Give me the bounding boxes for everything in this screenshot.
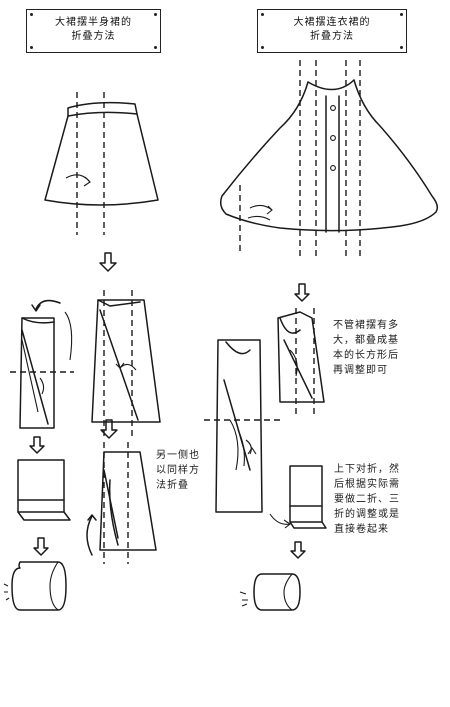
right-title-box: 大裙摆连衣裙的 折叠方法: [257, 9, 407, 53]
left-title-line2: 折叠方法: [71, 31, 116, 42]
down-arrow-5: [290, 541, 306, 559]
skirt-folded-rect: [17, 459, 71, 521]
skirt-fold-middle: [91, 290, 161, 436]
dress-folded-rect: [269, 465, 327, 529]
right-title-line2: 折叠方法: [310, 31, 354, 42]
dress-flat: [219, 60, 439, 260]
down-arrow-3: [33, 537, 49, 556]
down-arrow-2: [29, 436, 45, 454]
note-other-side: 另一侧也 以同样方 法折叠: [156, 450, 200, 491]
skirt-fold-left: [10, 299, 74, 429]
skirt-fold-other-side: [86, 419, 157, 564]
right-title-line1: 大裙摆连衣裙的: [293, 17, 371, 28]
dress-fold-half: [277, 308, 325, 414]
note-fold: 上下对折，然 后根据实际需 要做二折、三 折的调整或是 直接卷起来: [334, 464, 400, 535]
down-arrow-4: [294, 283, 310, 302]
left-title-box: 大裙摆半身裙的 折叠方法: [26, 9, 161, 53]
note-rectangle: 不管裙摆有多 大，都叠成基 本的长方形后 再调整即可: [333, 320, 399, 376]
skirt-flat: [44, 92, 159, 235]
down-arrow-1: [99, 252, 117, 272]
skirt-rolled: [3, 561, 67, 611]
left-title-line1: 大裙摆半身裙的: [55, 17, 132, 28]
dress-long-rect: [204, 339, 284, 513]
dress-rolled: [239, 573, 301, 611]
